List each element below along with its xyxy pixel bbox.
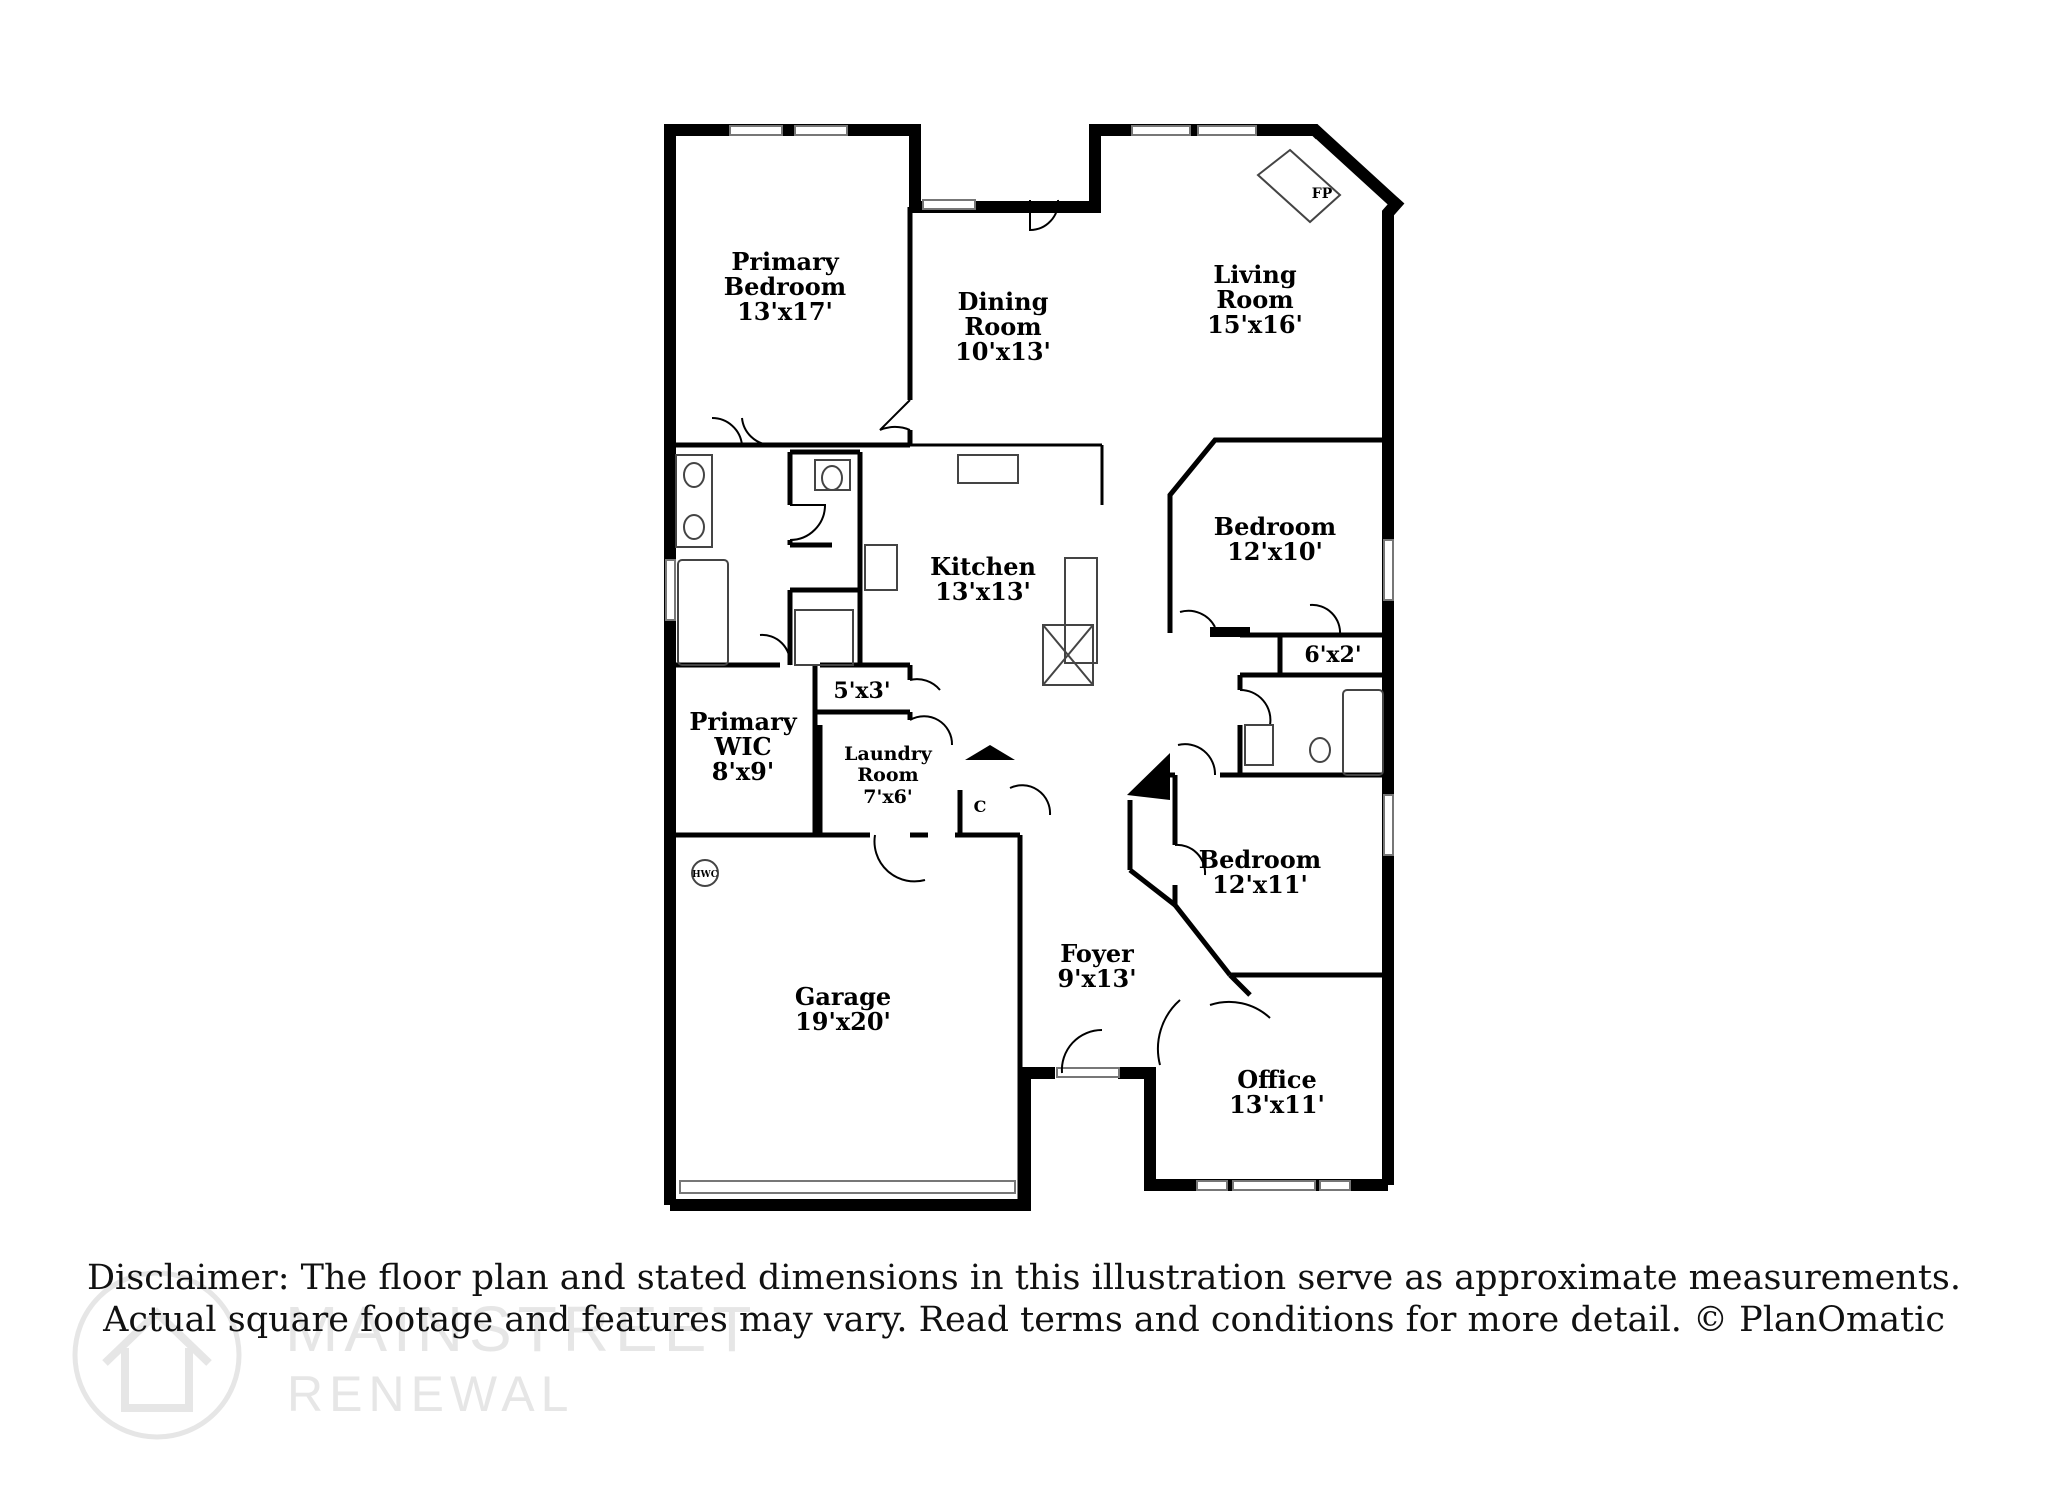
foyer-size: 9'x13' bbox=[1057, 964, 1136, 993]
fireplace-label: FP bbox=[1312, 186, 1333, 202]
closet-6x2-size: 6'x2' bbox=[1304, 642, 1361, 668]
double-vanity-icon bbox=[675, 454, 713, 548]
closet-5x3-size: 5'x3' bbox=[833, 678, 890, 704]
room-labels: Primary Bedroom 13'x17' Dining Room 10'x… bbox=[689, 186, 1361, 1119]
watermark-line1: MAINSTREET bbox=[285, 1293, 758, 1365]
stove-icon bbox=[864, 544, 898, 591]
laundry-room-name-1: Laundry bbox=[844, 743, 933, 765]
toilet-icon bbox=[814, 459, 851, 491]
kitchen-island bbox=[1064, 557, 1098, 664]
dining-room-name-2: Room bbox=[964, 312, 1041, 341]
watermark-line2: RENEWAL bbox=[287, 1366, 575, 1422]
living-room-size: 15'x16' bbox=[1207, 310, 1303, 339]
water-heater-icon bbox=[691, 859, 719, 887]
bedroom-2-size: 12'x10' bbox=[1227, 537, 1323, 566]
laundry-room-size: 7'x6' bbox=[863, 786, 912, 808]
living-room-name-1: Living bbox=[1213, 260, 1297, 289]
living-room-name-2: Room bbox=[1216, 285, 1293, 314]
primary-wic-size: 8'x9' bbox=[712, 757, 774, 786]
disclaimer-line-2: Actual square footage and features may v… bbox=[103, 1300, 1945, 1340]
dining-room-name-1: Dining bbox=[958, 287, 1049, 316]
office-size: 13'x11' bbox=[1229, 1090, 1325, 1119]
dining-room-size: 10'x13' bbox=[955, 337, 1051, 366]
kitchen-name: Kitchen bbox=[930, 552, 1036, 581]
closet-label: C bbox=[974, 797, 987, 816]
windows bbox=[665, 125, 1394, 1194]
primary-bedroom-size: 13'x17' bbox=[737, 297, 833, 326]
primary-bedroom-name-2: Bedroom bbox=[724, 272, 846, 301]
toilet-icon bbox=[1309, 737, 1331, 763]
disclaimer-line-1: Disclaimer: The floor plan and stated di… bbox=[86, 1258, 1961, 1298]
solid-wall-pieces bbox=[965, 627, 1250, 800]
vanity-icon bbox=[1244, 724, 1274, 766]
shower-icon bbox=[794, 609, 854, 666]
primary-wic-name-1: Primary bbox=[689, 707, 797, 736]
foyer-name: Foyer bbox=[1060, 939, 1134, 968]
fireplace-icon bbox=[1256, 148, 1342, 224]
bedroom-2-name: Bedroom bbox=[1214, 512, 1336, 541]
doors bbox=[711, 199, 1342, 1074]
office-name: Office bbox=[1237, 1065, 1317, 1094]
bedroom-3-name: Bedroom bbox=[1199, 845, 1321, 874]
pantry-x-box bbox=[1042, 624, 1094, 686]
garage-size: 19'x20' bbox=[795, 1007, 891, 1036]
primary-bedroom-name-1: Primary bbox=[731, 247, 839, 276]
bedroom-3-size: 12'x11' bbox=[1212, 870, 1308, 899]
water-heater-label: HWC bbox=[692, 870, 718, 880]
bathtub-icon bbox=[677, 559, 729, 666]
bathtub-icon bbox=[1342, 689, 1384, 776]
primary-wic-name-2: WIC bbox=[713, 732, 771, 761]
kitchen-sink-icon bbox=[957, 454, 1019, 484]
laundry-room-name-2: Room bbox=[857, 764, 918, 786]
fixtures bbox=[675, 148, 1384, 887]
exterior-walls bbox=[664, 124, 1405, 1211]
watermark-logo bbox=[70, 1268, 245, 1448]
garage-name: Garage bbox=[795, 982, 891, 1011]
kitchen-size: 13'x13' bbox=[935, 577, 1031, 606]
house-logo-icon bbox=[72, 1270, 242, 1440]
